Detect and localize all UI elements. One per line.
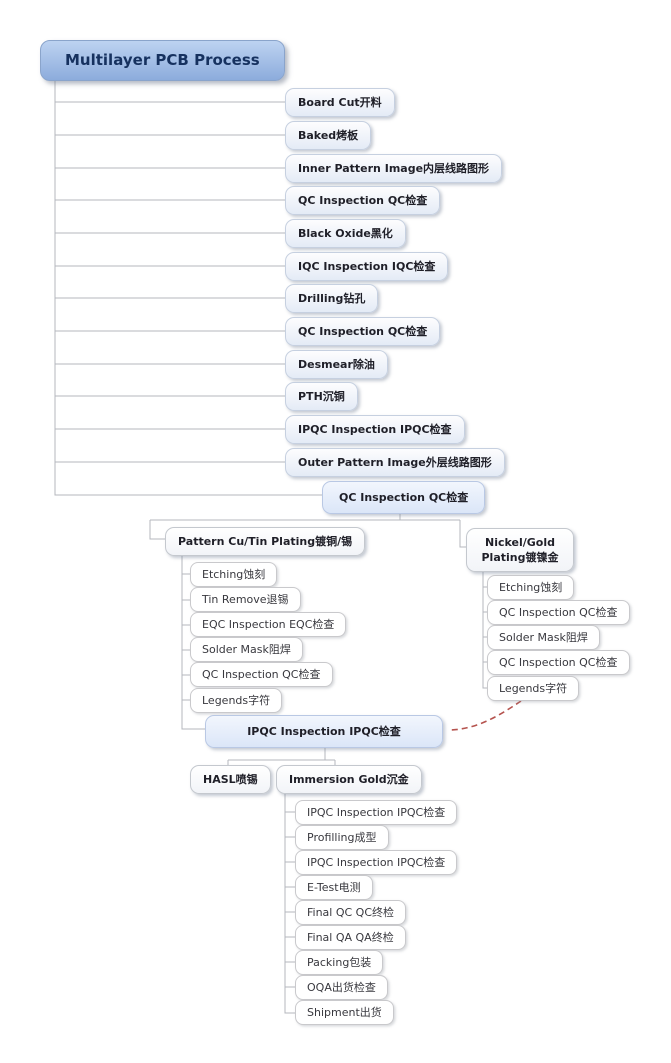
node-pattern-cu-tin-plating[interactable]: Pattern Cu/Tin Plating镀铜/锡 xyxy=(165,527,366,556)
node-immersion-gold[interactable]: Immersion Gold沉金 xyxy=(276,765,422,794)
root-node[interactable]: Multilayer PCB Process xyxy=(40,40,285,81)
cross-link-dashed-line xyxy=(447,700,522,731)
node-nickel-gold-plating[interactable]: Nickel/Gold Plating镀镍金 xyxy=(466,528,574,572)
node-final-qa[interactable]: Final QA QA终检 xyxy=(295,925,406,950)
nickel-gold-label-line1: Nickel/Gold xyxy=(485,536,555,549)
node-qc-gate[interactable]: QC Inspection QC检查 xyxy=(322,481,486,514)
node-qc-inspection[interactable]: QC Inspection QC检查 xyxy=(285,186,441,215)
node-tin-remove[interactable]: Tin Remove退锡 xyxy=(190,587,301,612)
node-legends[interactable]: Legends字符 xyxy=(487,676,580,701)
nickel-gold-label-line2: Plating镀镍金 xyxy=(481,551,559,564)
node-shipment[interactable]: Shipment出货 xyxy=(295,1000,394,1025)
node-etching[interactable]: Etching蚀刻 xyxy=(190,562,278,587)
node-qc-inspection[interactable]: QC Inspection QC检查 xyxy=(487,600,630,625)
node-ipqc-inspection[interactable]: IPQC Inspection IPQC检查 xyxy=(295,800,458,825)
node-eqc-inspection[interactable]: EQC Inspection EQC检查 xyxy=(190,612,347,637)
node-pth[interactable]: PTH沉铜 xyxy=(285,382,358,411)
node-profilling[interactable]: Profilling成型 xyxy=(295,825,389,850)
node-oqa[interactable]: OQA出货检查 xyxy=(295,975,388,1000)
node-hasl[interactable]: HASL喷锡 xyxy=(190,765,271,794)
node-inner-pattern[interactable]: Inner Pattern Image内层线路图形 xyxy=(285,154,503,183)
node-black-oxide[interactable]: Black Oxide黑化 xyxy=(285,219,406,248)
node-e-test[interactable]: E-Test电测 xyxy=(295,875,373,900)
node-board-cut[interactable]: Board Cut开料 xyxy=(285,88,395,117)
node-final-qc[interactable]: Final QC QC终检 xyxy=(295,900,407,925)
node-desmear[interactable]: Desmear除油 xyxy=(285,350,388,379)
node-ipqc-gate[interactable]: IPQC Inspection IPQC检查 xyxy=(205,715,443,748)
node-drilling[interactable]: Drilling钻孔 xyxy=(285,284,379,313)
node-etching[interactable]: Etching蚀刻 xyxy=(487,575,575,600)
node-iqc-inspection[interactable]: IQC Inspection IQC检查 xyxy=(285,252,449,281)
node-packing[interactable]: Packing包装 xyxy=(295,950,384,975)
node-ipqc-inspection[interactable]: IPQC Inspection IPQC检查 xyxy=(285,415,465,444)
node-ipqc-inspection[interactable]: IPQC Inspection IPQC检查 xyxy=(295,850,458,875)
node-solder-mask[interactable]: Solder Mask阻焊 xyxy=(487,625,600,650)
node-qc-inspection[interactable]: QC Inspection QC检查 xyxy=(190,662,333,687)
node-qc-inspection[interactable]: QC Inspection QC检查 xyxy=(285,317,441,346)
node-solder-mask[interactable]: Solder Mask阻焊 xyxy=(190,637,303,662)
node-outer-pattern[interactable]: Outer Pattern Image外层线路图形 xyxy=(285,448,505,477)
node-legends[interactable]: Legends字符 xyxy=(190,688,283,713)
node-baked[interactable]: Baked烤板 xyxy=(285,121,372,150)
node-qc-inspection[interactable]: QC Inspection QC检查 xyxy=(487,650,630,675)
tree-connectors xyxy=(54,80,487,1014)
